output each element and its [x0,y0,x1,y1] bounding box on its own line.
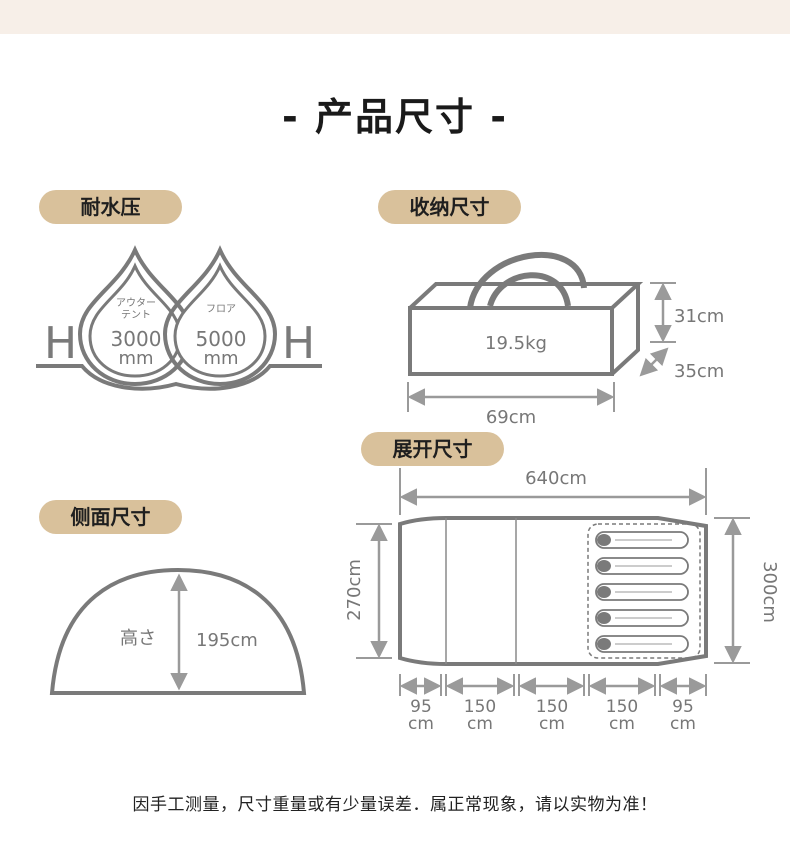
floor-value: 5000 [196,327,247,351]
bag-side [610,284,640,376]
segment-2-value: 150 [464,697,496,717]
sleeping-bags [595,531,689,653]
bag-weight: 19.5kg [485,333,547,354]
bag-top [408,282,644,310]
sleeping-bag-5 [595,635,689,653]
packed-depth: 35cm [674,361,724,382]
segment-4-value: 150 [606,697,638,717]
bedroom-dashed-outline [587,523,701,659]
side-height-value: 195cm [196,630,258,651]
sleeping-bag-1 [595,531,689,549]
drop-right-inner [173,262,267,378]
drop-left-outer [77,245,193,387]
expanded-inner-width: 270cm [344,559,365,621]
drop-base-line [36,364,322,391]
water-pressure-diagram: H H アウター テント 3000 mm フロア 5000 mm [36,245,322,391]
outer-tent-label-2: テント [121,310,151,321]
packed-width: 69cm [486,407,536,428]
segment-5-value: 95 [672,697,694,717]
bag-handle-inner [487,272,571,307]
segment-3-unit: cm [539,714,565,734]
expanded-floor-diagram: 640cm [344,468,780,734]
section-label-expanded-size: 展开尺寸 [361,432,504,466]
sleeping-bag-3 [595,583,689,601]
section-label-side-size: 侧面尺寸 [39,500,182,534]
footer-note: 因手工测量，尺寸重量或有少量误差．属正常现象，请以实物为准！ [132,795,658,815]
packed-height: 31cm [674,306,724,327]
segment-2-unit: cm [467,714,493,734]
page-title: - 产品尺寸 - [281,95,508,139]
expanded-outer-width: 300cm [759,561,780,623]
expanded-length: 640cm [525,468,587,489]
outer-tent-value: 3000 [111,327,162,351]
segment-dimensions: 95 cm 150 cm 150 cm 150 cm 95 cm [399,674,707,734]
segment-4-unit: cm [609,714,635,734]
segment-3-value: 150 [536,697,568,717]
section-label-water-pressure: 耐水压 [39,190,182,224]
drop-right-outer [162,245,278,387]
bag-front [408,306,614,376]
outer-tent-unit: mm [118,348,153,369]
bag-handle-outer [467,252,587,309]
segment-1-unit: cm [408,714,434,734]
side-height-label: 高さ [120,628,156,649]
side-profile-diagram: 高さ 195cm [49,567,307,695]
sleeping-bag-2 [595,557,689,575]
packed-bag-diagram: 19.5kg 31cm 35cm 69cm [407,252,724,428]
right-h-letter: H [282,318,315,369]
section-label-packed-size: 收纳尺寸 [378,190,521,224]
left-h-letter: H [44,318,77,369]
segment-1-value: 95 [410,697,432,717]
floor-label: フロア [206,304,236,315]
floor-unit: mm [203,348,238,369]
floor-outline [398,516,708,666]
segment-5-unit: cm [670,714,696,734]
outer-tent-label-1: アウター [116,297,156,309]
top-band [0,0,790,34]
sleeping-bag-4 [595,609,689,627]
depth-dimension-arrow [639,347,669,377]
